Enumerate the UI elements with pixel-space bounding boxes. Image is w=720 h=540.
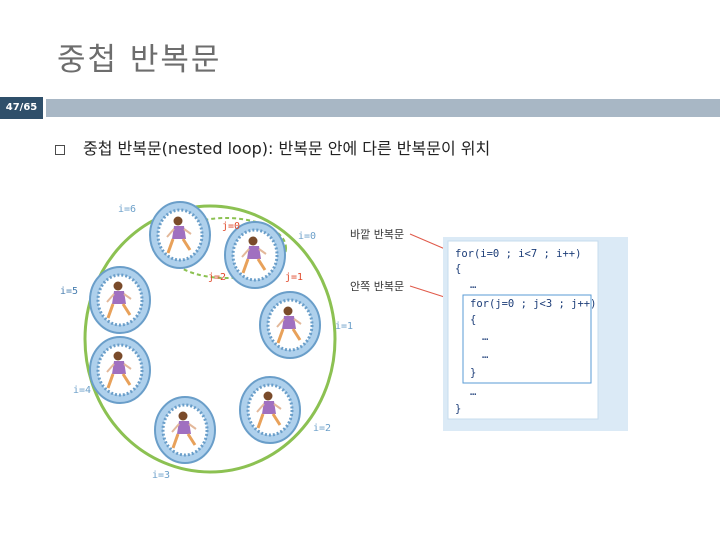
inner-loop-ellipse [165,217,287,279]
code-line-3: … [470,279,476,291]
slide-title: 중첩 반복문 [57,42,222,78]
code-line-10: } [455,403,461,415]
page-number: 47/65 [0,97,43,119]
annotation-inner: 안쪽 반복문 [350,280,404,293]
wheel-i6 [148,200,212,270]
label-i2: i=2 [313,423,331,434]
code-line-4: for(j=0 ; j<3 ; j++) [470,298,596,310]
code-line-7: … [482,349,488,361]
header-bar [46,99,720,117]
label-i5: i=5 [60,286,78,297]
label-j1: j=1 [285,272,303,283]
label-j0: j=0 [222,221,240,232]
outer-loop-ellipse [83,204,337,474]
annotation-outer: 바깥 반복문 [350,228,404,241]
inner-loop-box [462,294,592,384]
wheel-i5 [88,265,152,335]
label-i0: i=0 [298,231,316,242]
wheel-i1 [258,290,322,360]
label-i1: i=1 [335,321,353,332]
label-i4: i=4 [73,385,91,396]
code-line-8: } [470,367,476,379]
bullet-square-icon [55,145,65,155]
code-line-9: … [470,386,476,398]
wheel-i3 [153,395,217,465]
label-i6: i=6 [118,204,136,215]
code-panel [447,240,599,420]
wheel-i2 [238,375,302,445]
label-j2: j=2 [208,272,226,283]
code-line-5: { [470,314,476,326]
wheel-i4 [88,335,152,405]
code-line-6: … [482,331,488,343]
code-line-1: for(i=0 ; i<7 ; i++) [455,248,581,260]
code-line-2: { [455,263,461,275]
label-i3: i=3 [152,470,170,481]
bullet-text: 중첩 반복문(nested loop): 반복문 안에 다른 반복문이 위치 [83,139,491,158]
